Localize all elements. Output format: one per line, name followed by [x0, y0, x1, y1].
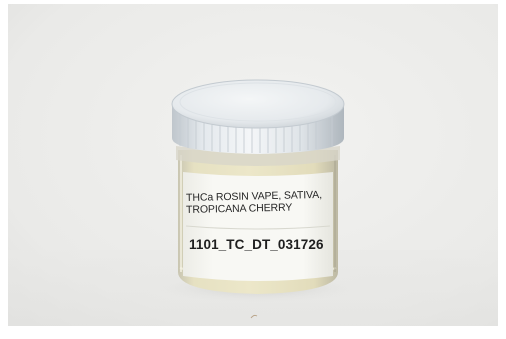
- label-strain-line: TROPICANA CHERRY: [185, 201, 293, 216]
- label-sample-id: 1101_TC_DT_031726: [189, 237, 324, 252]
